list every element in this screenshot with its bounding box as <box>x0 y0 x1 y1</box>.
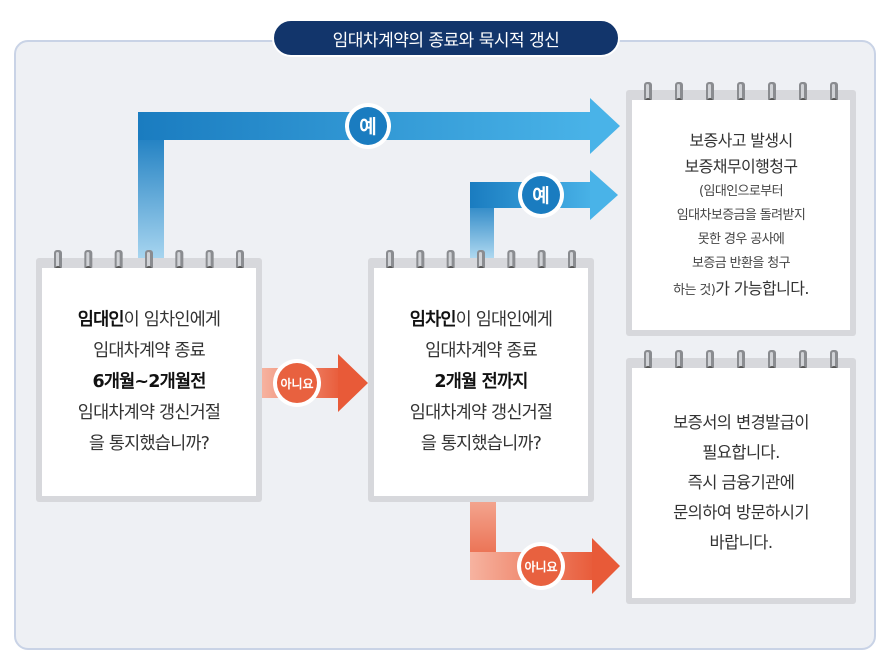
q1-line1: 임대인이 임차인에게 <box>77 305 221 336</box>
q2-period: 2개월 전까지 <box>434 371 528 392</box>
r2-line1: 보증서의 변경발급이 <box>673 413 809 432</box>
yes-badge-1-label: 예 <box>359 116 376 138</box>
r2-line5: 바랍니다. <box>709 533 774 552</box>
no-arrow-1-head <box>338 354 368 412</box>
q2-line2: 임대차계약 종료 <box>425 340 538 361</box>
r1-line7-rest: 가 가능합니다. <box>715 278 809 298</box>
diagram-title: 임대차계약의 종료와 묵시적 갱신 <box>272 19 620 57</box>
q1-line4: 임대차계약 갱신거절 <box>77 402 221 423</box>
no-badge-2-label: 아니요 <box>524 559 557 574</box>
binding-ring <box>830 350 838 372</box>
q1-line2: 임대차계약 종료 <box>93 340 206 361</box>
r1-line7: 하는 것)가 가능합니다. <box>673 276 809 303</box>
r2-line4: 문의하여 방문하시기 <box>673 503 809 522</box>
yes-badge-1: 예 <box>345 103 391 149</box>
q1-line5: 을 통지했습니까? <box>88 433 210 454</box>
q2-subject: 임차인 <box>409 309 457 330</box>
r1-line1: 보증사고 발생시 <box>689 130 793 150</box>
q1-line1-rest: 이 임차인에게 <box>123 309 221 330</box>
q1-line3: 6개월~2개월전 <box>92 367 206 398</box>
q2-line3: 2개월 전까지 <box>434 367 528 398</box>
r1-line6: 보증금 반환을 청구 <box>692 255 791 271</box>
r2-line3: 즉시 금융기관에 <box>687 473 795 492</box>
r1-line4: 임대차보증금을 돌려받지 <box>676 207 806 223</box>
r1-line7-small: 하는 것) <box>673 282 716 298</box>
r1-line3: (임대인으로부터 <box>699 183 784 199</box>
no-arrow-2-head <box>592 538 620 594</box>
binding-ring <box>644 82 652 104</box>
yes-arrow-1-vertical <box>138 130 164 260</box>
yes-badge-2-label: 예 <box>532 185 549 207</box>
q1-period: 6개월~2개월전 <box>92 371 206 392</box>
result-box-guarantee-claim: 보증사고 발생시 보증채무이행청구 (임대인으로부터 임대차보증금을 돌려받지 … <box>626 82 856 336</box>
question-box-tenant: 임차인이 임대인에게 임대차계약 종료 2개월 전까지 임대차계약 갱신거절 을… <box>368 250 594 502</box>
no-badge-2: 아니요 <box>517 542 565 590</box>
no-badge-1-label: 아니요 <box>280 376 313 391</box>
r1-line2: 보증채무이행청구 <box>684 156 799 176</box>
q2-line5: 을 통지했습니까? <box>420 433 542 454</box>
q1-subject: 임대인 <box>77 309 125 330</box>
binding-ring <box>768 82 776 104</box>
yes-badge-2: 예 <box>518 172 564 218</box>
binding-ring <box>537 250 546 272</box>
q2-line1-rest: 이 임대인에게 <box>455 309 553 330</box>
binding-ring <box>644 350 652 372</box>
result-box-reissue: 보증서의 변경발급이 필요합니다. 즉시 금융기관에 문의하여 방문하시기 바랍… <box>626 350 856 604</box>
q2-line1: 임차인이 임대인에게 <box>409 305 553 336</box>
no-badge-1: 아니요 <box>273 359 321 407</box>
q2-line4: 임대차계약 갱신거절 <box>409 402 553 423</box>
yes-arrow-2-head <box>590 170 618 220</box>
r1-line5: 못한 경우 공사에 <box>697 231 785 247</box>
question-box-landlord: 임대인이 임차인에게 임대차계약 종료 6개월~2개월전 임대차계약 갱신거절 … <box>36 250 262 502</box>
r2-line2: 필요합니다. <box>702 443 780 462</box>
spiral-binding-icon <box>54 250 244 272</box>
yes-arrow-1-head <box>590 98 620 154</box>
